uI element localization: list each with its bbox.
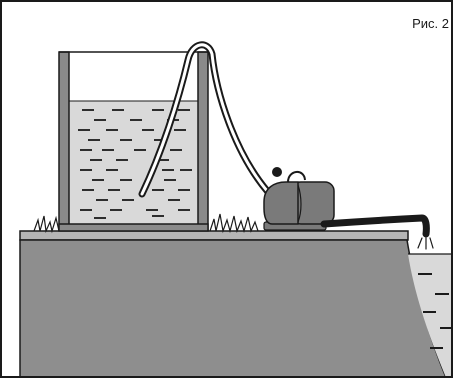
open-water [408, 253, 451, 376]
grass-tufts [33, 213, 259, 234]
ground [19, 230, 447, 376]
pump [263, 167, 335, 231]
figure-label: Рис. 2 [412, 16, 449, 31]
water-tank [58, 51, 209, 232]
discharge-hose [320, 214, 434, 250]
suction-hose [138, 41, 272, 198]
